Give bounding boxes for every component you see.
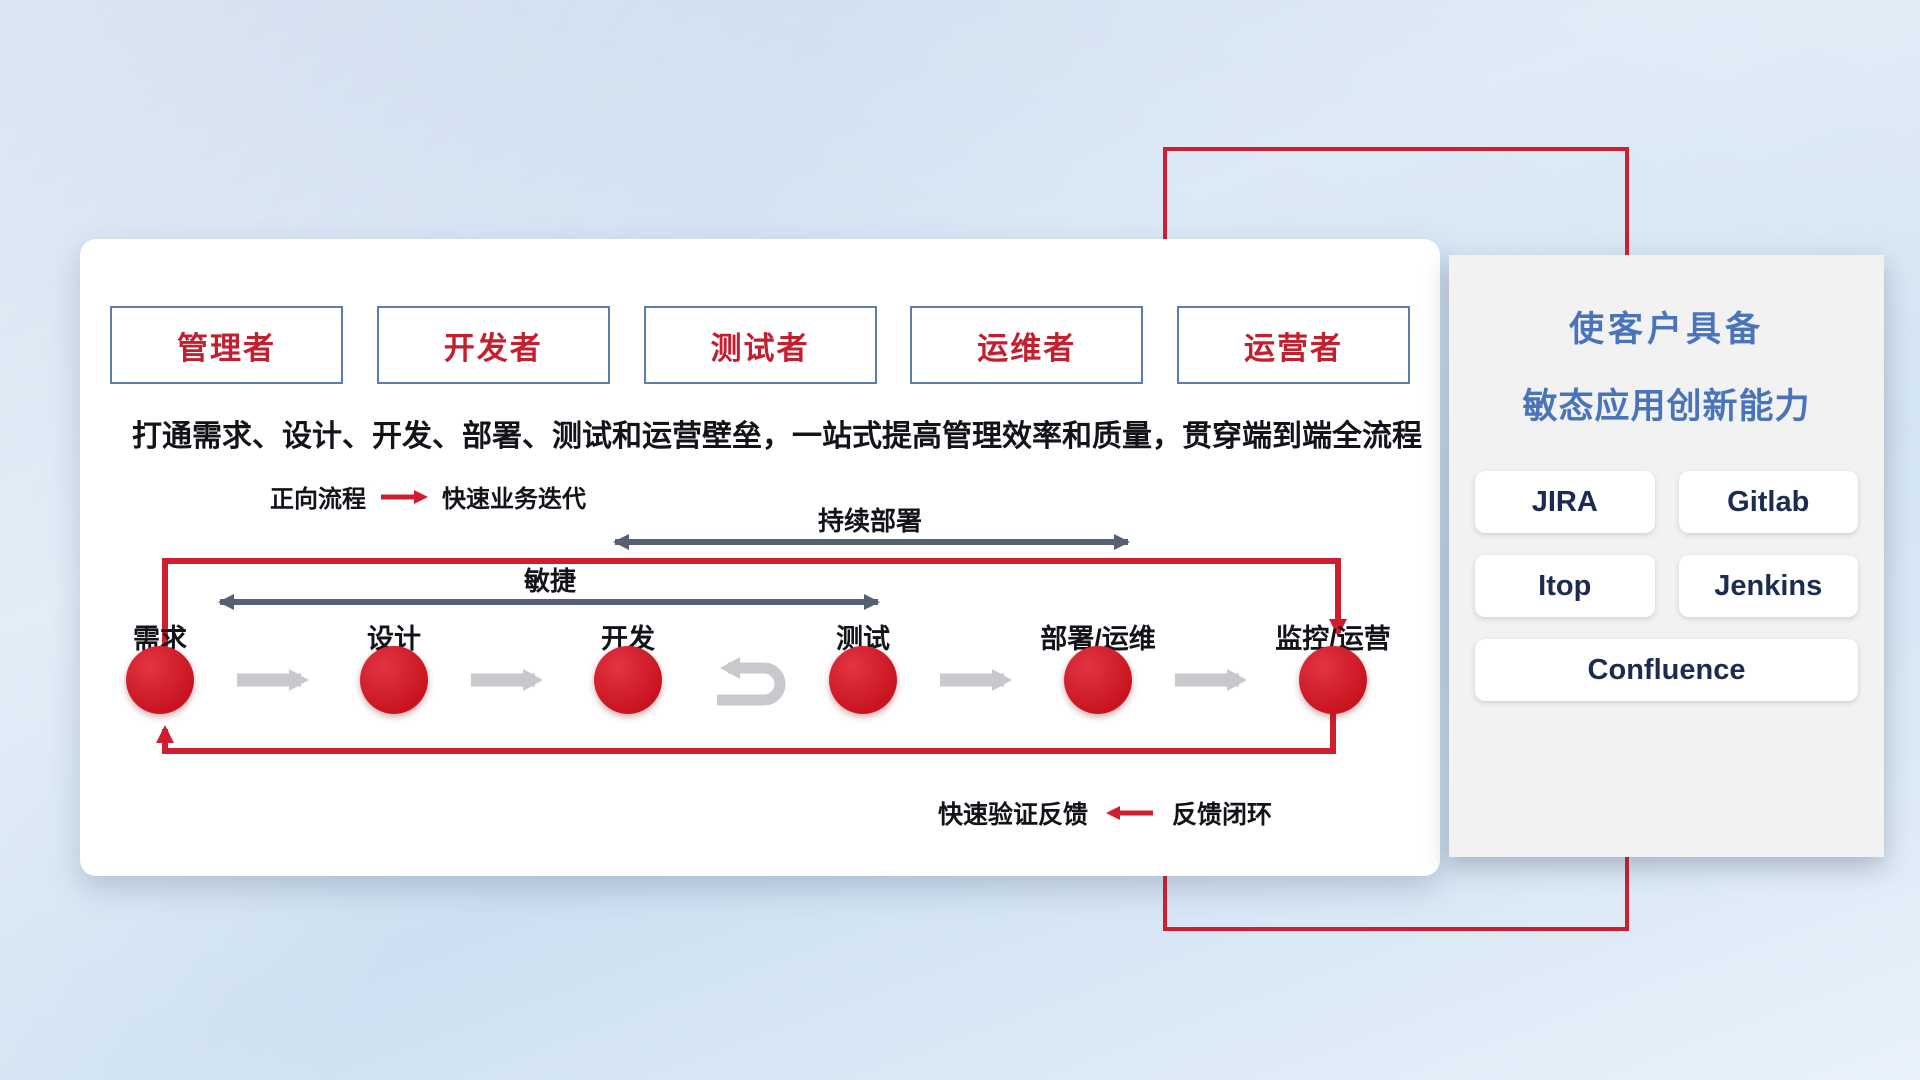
role-box-developer: 开发者 <box>376 306 610 384</box>
tool-chip-gitlab: Gitlab <box>1678 471 1858 533</box>
agile-span-label: 敏捷 <box>523 566 576 596</box>
stage-node-design <box>360 646 428 714</box>
legend-forward: 正向流程 快速业务迭代 <box>270 479 586 514</box>
tool-chip-confluence: Confluence <box>1475 639 1858 701</box>
panel-description: 打通需求、设计、开发、部署、测试和运营壁垒，一站式提高管理效率和质量，贯穿端到端… <box>132 420 1422 453</box>
stage-node-monitor-ops <box>1299 646 1367 714</box>
role-box-manager: 管理者 <box>110 306 343 384</box>
role-box-tester: 测试者 <box>643 306 877 384</box>
legend-feedback-label: 快速验证反馈 <box>938 801 1089 829</box>
forward-arrow-icon <box>381 489 428 504</box>
capability-panel: 使客户具备 敏态应用创新能力 JIRA Gitlab Itop Jenkins … <box>1449 255 1884 857</box>
role-boxes-row: 管理者 开发者 测试者 运维者 运营者 <box>110 306 1410 384</box>
forward-loop-line <box>162 558 1347 680</box>
iteration-arrow-icon <box>717 657 786 706</box>
stage-node-deploy-ops <box>1064 646 1132 714</box>
legend-forward-label: 正向流程 <box>270 486 366 513</box>
capability-title-line2: 敏态应用创新能力 <box>1522 387 1811 426</box>
legend-forward-value: 快速业务迭代 <box>442 486 586 513</box>
legend-feedback: 快速验证反馈 反馈闭环 <box>938 795 1272 831</box>
feedback-arrow-icon <box>1106 806 1154 820</box>
tool-chip-itop: Itop <box>1475 555 1655 617</box>
stage-node-testing <box>829 646 897 714</box>
cd-span-label: 持续部署 <box>818 506 922 536</box>
feedback-loop-line <box>156 689 1336 754</box>
role-box-business-ops: 运营者 <box>1177 306 1410 384</box>
stage-node-development <box>594 646 662 714</box>
tool-chip-jenkins: Jenkins <box>1678 555 1858 617</box>
devops-flow-panel: 管理者 开发者 测试者 运维者 运营者 打通需求、设计、开发、部署、测试和运营壁… <box>80 239 1440 876</box>
tool-chip-jira: JIRA <box>1475 471 1655 533</box>
legend-feedback-value: 反馈闭环 <box>1172 801 1273 829</box>
tools-grid: JIRA Gitlab Itop Jenkins Confluence <box>1475 471 1858 701</box>
flow-diagram: 持续部署 敏捷 <box>156 506 1347 754</box>
role-box-operations: 运维者 <box>910 306 1144 384</box>
capability-title: 使客户具备 敏态应用创新能力 <box>1449 301 1884 429</box>
capability-title-line1: 使客户具备 <box>1568 310 1764 349</box>
stage-node-requirements <box>126 646 194 714</box>
